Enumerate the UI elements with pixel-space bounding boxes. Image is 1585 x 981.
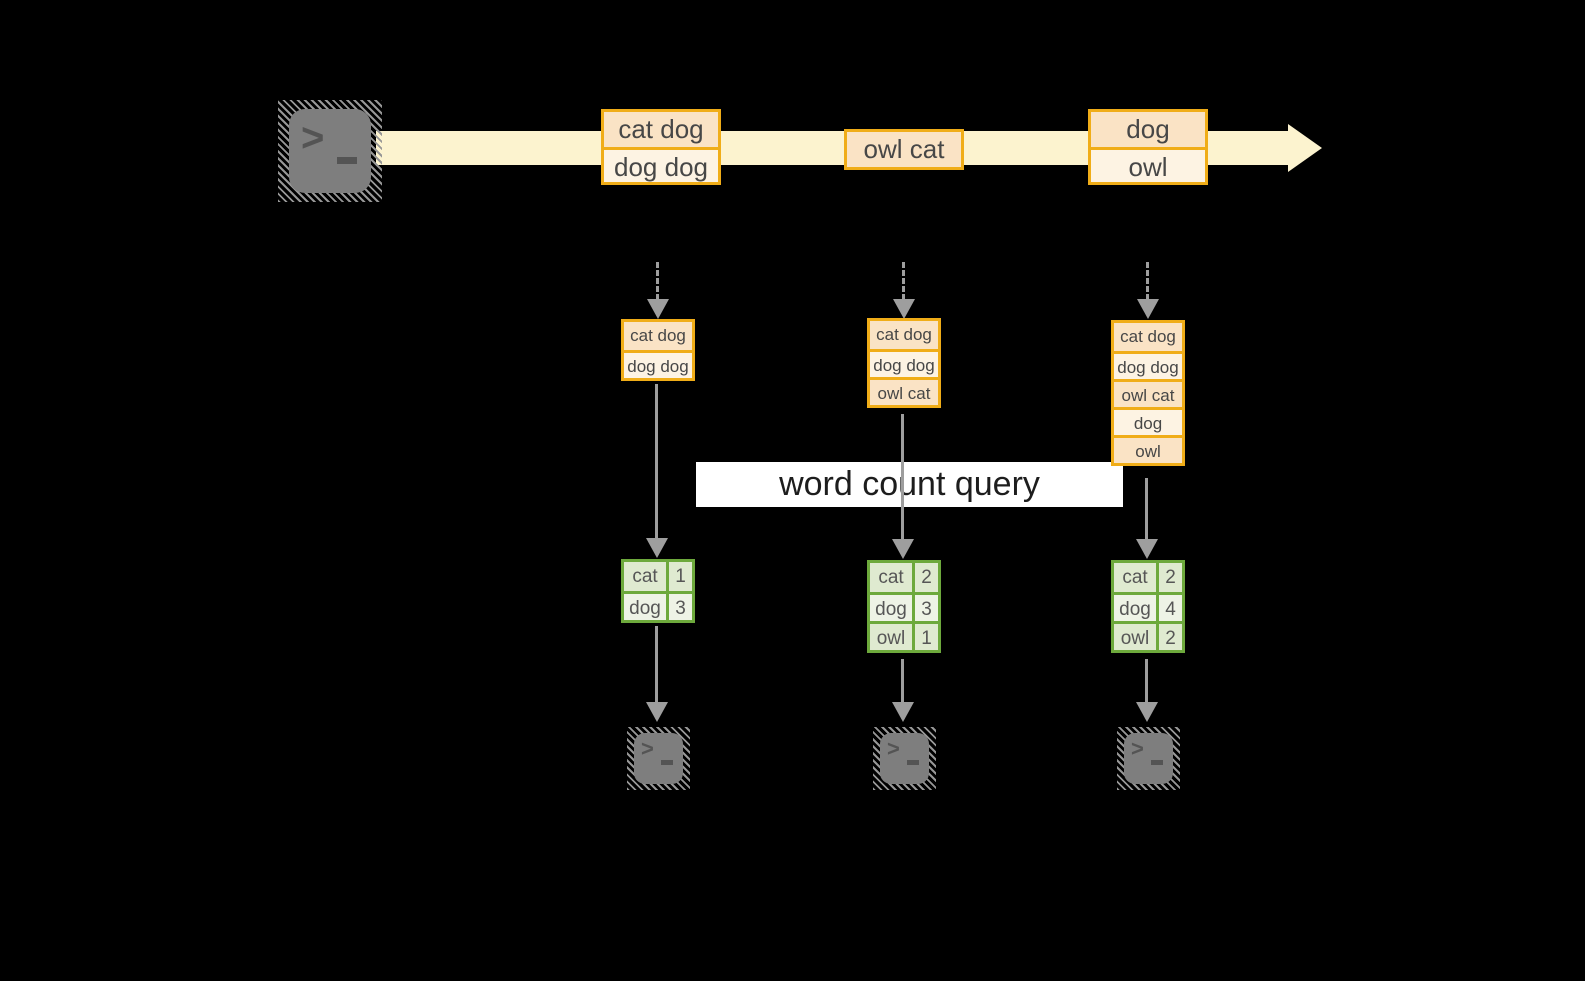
buffer-row: cat dog xyxy=(624,322,692,350)
count-value-cell: 3 xyxy=(669,594,692,620)
output-arrow-3 xyxy=(1145,659,1148,702)
buffer-stack-1: cat dog dog dog xyxy=(621,319,695,381)
ingest-arrowhead-1 xyxy=(647,299,669,319)
count-value-cell: 2 xyxy=(915,563,938,592)
count-word-cell: cat xyxy=(624,562,669,591)
output-arrowhead-3 xyxy=(1136,702,1158,722)
prompt-chevron-icon: > xyxy=(301,116,325,160)
count-row: dog 4 xyxy=(1114,592,1182,621)
buffer-row: dog xyxy=(1114,407,1182,435)
query-label: word count query xyxy=(779,465,1040,503)
prompt-chevron-icon: > xyxy=(887,736,900,761)
event-row: dog dog xyxy=(604,147,718,182)
count-value-cell: 3 xyxy=(915,595,938,621)
ingest-arrow-2 xyxy=(902,262,905,300)
query-arrow-3 xyxy=(1145,478,1148,539)
output-arrow-2 xyxy=(901,659,904,702)
ingest-arrowhead-2 xyxy=(893,299,915,319)
count-value-cell: 2 xyxy=(1159,563,1182,592)
count-word-cell: owl xyxy=(870,624,915,650)
output-arrowhead-2 xyxy=(892,702,914,722)
terminal-screen: > xyxy=(1124,733,1173,784)
terminal-screen: > xyxy=(634,733,683,784)
event-row: owl cat xyxy=(847,132,961,167)
query-arrow-2 xyxy=(901,414,904,539)
count-value-cell: 1 xyxy=(915,624,938,650)
prompt-cursor-icon xyxy=(661,760,673,765)
buffer-stack-3: cat dog dog dog owl cat dog owl xyxy=(1111,320,1185,466)
count-row: owl 1 xyxy=(870,621,938,650)
terminal-output-icon-1: > xyxy=(627,727,690,790)
prompt-cursor-icon xyxy=(907,760,919,765)
count-value-cell: 2 xyxy=(1159,624,1182,650)
buffer-stack-2: cat dog dog dog owl cat xyxy=(867,318,941,408)
count-word-cell: dog xyxy=(1114,595,1159,621)
prompt-chevron-icon: > xyxy=(1131,736,1144,761)
ingest-arrow-1 xyxy=(656,262,659,300)
count-table-3: cat 2 dog 4 owl 2 xyxy=(1111,560,1185,653)
buffer-row: cat dog xyxy=(1114,323,1182,351)
count-word-cell: dog xyxy=(870,595,915,621)
stream-arrowhead xyxy=(1288,124,1322,172)
buffer-row: owl cat xyxy=(870,377,938,405)
terminal-screen: > xyxy=(880,733,929,784)
ingest-arrowhead-3 xyxy=(1137,299,1159,319)
count-row: cat 2 xyxy=(1114,563,1182,592)
query-arrow-1 xyxy=(655,384,658,538)
terminal-screen: > xyxy=(289,109,371,193)
query-label-box: word count query xyxy=(696,462,1123,507)
timeline-event-1: cat dog dog dog xyxy=(601,109,721,185)
terminal-output-icon-3: > xyxy=(1117,727,1180,790)
ingest-arrow-3 xyxy=(1146,262,1149,300)
count-row: cat 2 xyxy=(870,563,938,592)
buffer-row: dog dog xyxy=(1114,351,1182,379)
query-arrowhead-1 xyxy=(646,538,668,558)
buffer-row: owl cat xyxy=(1114,379,1182,407)
query-arrowhead-3 xyxy=(1136,539,1158,559)
prompt-chevron-icon: > xyxy=(641,736,654,761)
count-value-cell: 1 xyxy=(669,562,692,591)
count-table-1: cat 1 dog 3 xyxy=(621,559,695,623)
prompt-cursor-icon xyxy=(1151,760,1163,765)
output-arrow-1 xyxy=(655,626,658,702)
count-row: dog 3 xyxy=(624,591,692,620)
count-word-cell: cat xyxy=(870,563,915,592)
count-table-2: cat 2 dog 3 owl 1 xyxy=(867,560,941,653)
event-row: dog xyxy=(1091,112,1205,147)
count-row: dog 3 xyxy=(870,592,938,621)
count-row: cat 1 xyxy=(624,562,692,591)
prompt-cursor-icon xyxy=(337,157,357,164)
count-word-cell: cat xyxy=(1114,563,1159,592)
count-row: owl 2 xyxy=(1114,621,1182,650)
timeline-event-3: dog owl xyxy=(1088,109,1208,185)
timeline-event-2: owl cat xyxy=(844,129,964,170)
buffer-row: dog dog xyxy=(870,349,938,377)
event-row: cat dog xyxy=(604,112,718,147)
event-row: owl xyxy=(1091,147,1205,182)
count-word-cell: owl xyxy=(1114,624,1159,650)
count-value-cell: 4 xyxy=(1159,595,1182,621)
buffer-row: owl xyxy=(1114,435,1182,463)
count-word-cell: dog xyxy=(624,594,669,620)
terminal-output-icon-2: > xyxy=(873,727,936,790)
buffer-row: dog dog xyxy=(624,350,692,378)
buffer-row: cat dog xyxy=(870,321,938,349)
query-arrowhead-2 xyxy=(892,539,914,559)
output-arrowhead-1 xyxy=(646,702,668,722)
terminal-source-icon: > xyxy=(278,100,382,202)
